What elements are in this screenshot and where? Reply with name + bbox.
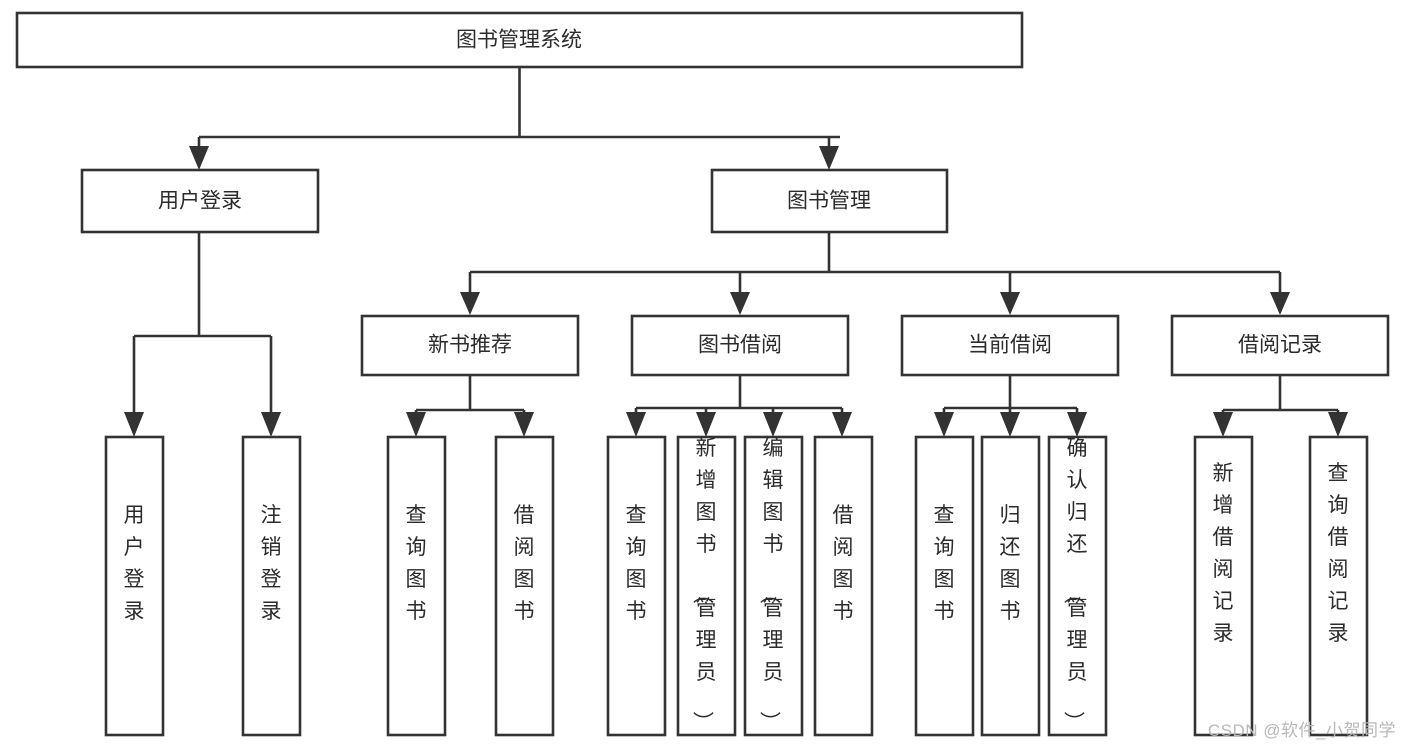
leaf-book-borrow-4-label: 借阅图书 xyxy=(833,504,854,623)
arrow-bookmgmt-to-record xyxy=(1270,292,1290,315)
leaf-book-borrow-3[interactable]: 编辑图书（管理员） xyxy=(743,435,804,737)
leaf-book-borrow-1-label: 查询图书 xyxy=(626,504,647,623)
arrow-borrow-leaf-1 xyxy=(626,412,646,437)
node-root-system[interactable]: 图书管理系统 xyxy=(15,11,1024,69)
leaf-new-book-2[interactable]: 借阅图书 xyxy=(494,435,555,737)
leaf-borrow-record-1-box[interactable] xyxy=(1193,435,1254,737)
leaf-current-borrow-1-box[interactable] xyxy=(914,435,975,737)
leaf-current-borrow-3[interactable]: 确认归还（管理员） xyxy=(1047,435,1108,737)
arrow-borrow-leaf-2 xyxy=(696,412,716,437)
node-current-borrow-box[interactable] xyxy=(900,314,1120,377)
connector-group-newbook xyxy=(406,375,534,437)
arrow-current-leaf-3 xyxy=(1067,412,1087,437)
arrow-root-to-bookmgmt xyxy=(819,146,839,170)
node-new-book-recommend-box[interactable] xyxy=(360,314,580,377)
node-root-system-box[interactable] xyxy=(15,11,1024,69)
node-borrow-record[interactable]: 借阅记录 xyxy=(1170,314,1390,377)
arrow-current-leaf-1 xyxy=(934,412,954,437)
connector-group-login xyxy=(124,232,281,437)
node-new-book-recommend[interactable]: 新书推荐 xyxy=(360,314,580,377)
node-borrow-record-label: 借阅记录 xyxy=(1238,334,1322,357)
arrow-login-leaf-1 xyxy=(124,412,144,437)
connector-group-record xyxy=(1213,375,1348,437)
node-book-management-box[interactable] xyxy=(710,168,949,234)
connector-group-root xyxy=(189,67,840,170)
connector-group-current xyxy=(934,375,1087,437)
node-new-book-recommend-label: 新书推荐 xyxy=(428,334,512,357)
connector-group-borrow xyxy=(626,375,852,437)
arrow-login-leaf-2 xyxy=(261,412,281,437)
leaf-borrow-record-1[interactable]: 新增借阅记录 xyxy=(1193,435,1254,737)
leaf-new-book-1-label: 查询图书 xyxy=(406,504,427,623)
leaf-user-login-1[interactable]: 用户登录 xyxy=(104,435,165,737)
leaf-user-login-2[interactable]: 注销登录 xyxy=(241,435,302,737)
arrow-bookmgmt-to-newbook xyxy=(460,292,480,315)
leaf-book-borrow-3-label: 编辑图书（管理员） xyxy=(758,437,784,732)
leaf-current-borrow-1[interactable]: 查询图书 xyxy=(914,435,975,737)
node-book-management[interactable]: 图书管理 xyxy=(710,168,949,234)
leaf-current-borrow-2-label: 归还图书 xyxy=(1000,504,1021,623)
node-book-borrow-label: 图书借阅 xyxy=(698,334,782,357)
node-book-borrow[interactable]: 图书借阅 xyxy=(630,314,850,377)
leaf-new-book-2-box[interactable] xyxy=(494,435,555,737)
arrow-record-leaf-1 xyxy=(1213,412,1233,437)
leaf-book-borrow-2-box[interactable] xyxy=(676,435,737,737)
node-user-login[interactable]: 用户登录 xyxy=(80,168,320,234)
leaf-book-borrow-3-box[interactable] xyxy=(743,435,804,737)
csdn-watermark: CSDN @软件_小贺同学 xyxy=(1207,721,1396,740)
arrow-borrow-leaf-3 xyxy=(763,412,783,437)
leaf-borrow-record-2-box[interactable] xyxy=(1308,435,1369,737)
arrow-record-leaf-2 xyxy=(1328,412,1348,437)
arrow-bookmgmt-to-borrow xyxy=(730,292,750,315)
leaf-book-borrow-1-box[interactable] xyxy=(606,435,667,737)
node-user-login-label: 用户登录 xyxy=(158,190,242,213)
connector-group-bookmgmt xyxy=(460,232,1290,315)
leaf-book-borrow-2-label: 新增图书（管理员） xyxy=(691,437,717,732)
node-root-system-label: 图书管理系统 xyxy=(456,29,582,52)
leaf-book-borrow-1[interactable]: 查询图书 xyxy=(606,435,667,737)
leaf-user-login-1-box[interactable] xyxy=(104,435,165,737)
leaf-new-book-1[interactable]: 查询图书 xyxy=(386,435,447,737)
leaf-user-login-2-label: 注销登录 xyxy=(261,504,282,623)
node-current-borrow[interactable]: 当前借阅 xyxy=(900,314,1120,377)
leaf-user-login-1-label: 用户登录 xyxy=(124,504,145,623)
leaf-current-borrow-3-label: 确认归还（管理员） xyxy=(1062,437,1088,732)
node-book-borrow-box[interactable] xyxy=(630,314,850,377)
leaf-user-login-2-box[interactable] xyxy=(241,435,302,737)
arrow-bookmgmt-to-current xyxy=(1000,292,1020,315)
node-user-login-box[interactable] xyxy=(80,168,320,234)
arrow-borrow-leaf-4 xyxy=(832,412,852,437)
arrow-newbook-leaf-2 xyxy=(514,412,534,437)
leaf-new-book-1-box[interactable] xyxy=(386,435,447,737)
node-borrow-record-box[interactable] xyxy=(1170,314,1390,377)
leaf-current-borrow-2-box[interactable] xyxy=(980,435,1041,737)
arrow-root-to-login xyxy=(189,146,209,170)
leaf-current-borrow-3-box[interactable] xyxy=(1047,435,1108,737)
arrow-current-leaf-2 xyxy=(1000,412,1020,437)
leaf-book-borrow-2[interactable]: 新增图书（管理员） xyxy=(676,435,737,737)
leaf-current-borrow-2[interactable]: 归还图书 xyxy=(980,435,1041,737)
node-book-management-label: 图书管理 xyxy=(787,190,871,213)
leaf-borrow-record-2-label: 查询借阅记录 xyxy=(1328,462,1349,645)
leaf-new-book-2-label: 借阅图书 xyxy=(514,504,535,623)
leaf-borrow-record-1-label: 新增借阅记录 xyxy=(1213,462,1234,645)
leaf-borrow-record-2[interactable]: 查询借阅记录 xyxy=(1308,435,1369,737)
leaf-book-borrow-4[interactable]: 借阅图书 xyxy=(813,435,874,737)
arrow-newbook-leaf-1 xyxy=(406,412,426,437)
node-current-borrow-label: 当前借阅 xyxy=(968,334,1052,357)
leaf-current-borrow-1-label: 查询图书 xyxy=(934,504,955,623)
leaf-book-borrow-4-box[interactable] xyxy=(813,435,874,737)
